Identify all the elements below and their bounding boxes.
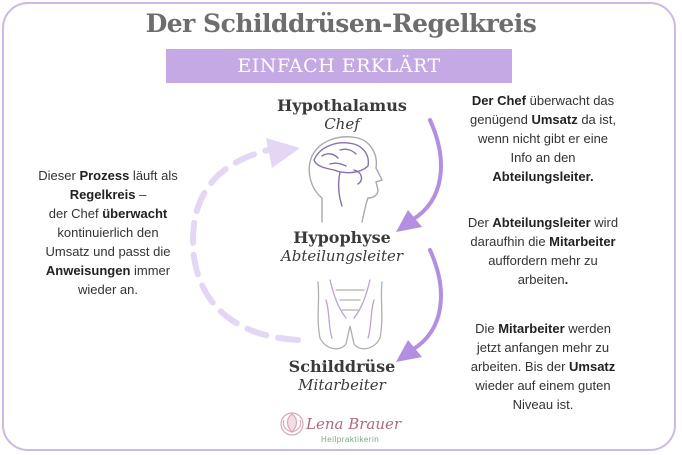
arrow-abteilungsleiter-to-mitarbeiter xyxy=(410,248,443,352)
page-title: Der Schilddrüsen-Regelkreis xyxy=(145,9,537,38)
right-explanation-chef: Der Chef überwacht das genügend Umsatz d… xyxy=(470,93,616,184)
node-name: Hypothalamus xyxy=(277,96,407,115)
right-explanation-mitarbeiter: Die Mitarbeiter werden jetzt anfangen me… xyxy=(470,321,616,412)
node-hypothalamus: Hypothalamus Chef xyxy=(272,96,412,133)
node-role: Mitarbeiter xyxy=(298,376,386,394)
node-role: Abteilungsleiter xyxy=(280,247,404,265)
node-name: Hypophyse xyxy=(293,228,391,247)
arrow-head-2 xyxy=(396,340,422,362)
brain-head-icon xyxy=(308,136,383,223)
node-hypophyse: Hypophyse Abteilungsleiter xyxy=(272,228,412,265)
feedback-dashed-arrow xyxy=(189,147,301,343)
arrow-head-1 xyxy=(396,210,422,232)
node-schilddruese: Schilddrüse Mitarbeiter xyxy=(272,357,412,394)
feedback-arrow-head xyxy=(266,138,300,168)
lotus-icon xyxy=(280,412,304,436)
thyroid-icon xyxy=(317,279,383,350)
node-name: Schilddrüse xyxy=(288,357,396,376)
left-explanation: Dieser Prozess läuft als Regelkreis – de… xyxy=(38,168,178,297)
subtitle-banner: EINFACH ERKLÄRT xyxy=(166,49,512,83)
node-role: Chef xyxy=(324,115,360,133)
logo-name: Lena Brauer xyxy=(306,415,402,433)
page-border xyxy=(2,2,676,451)
logo-subtitle: Heilpraktikerin xyxy=(321,435,380,444)
right-explanation-abteilungsleiter: Der Abteilungsleiter wird daraufhin die … xyxy=(467,215,619,287)
arrow-chef-to-abteilungsleiter xyxy=(410,118,443,222)
